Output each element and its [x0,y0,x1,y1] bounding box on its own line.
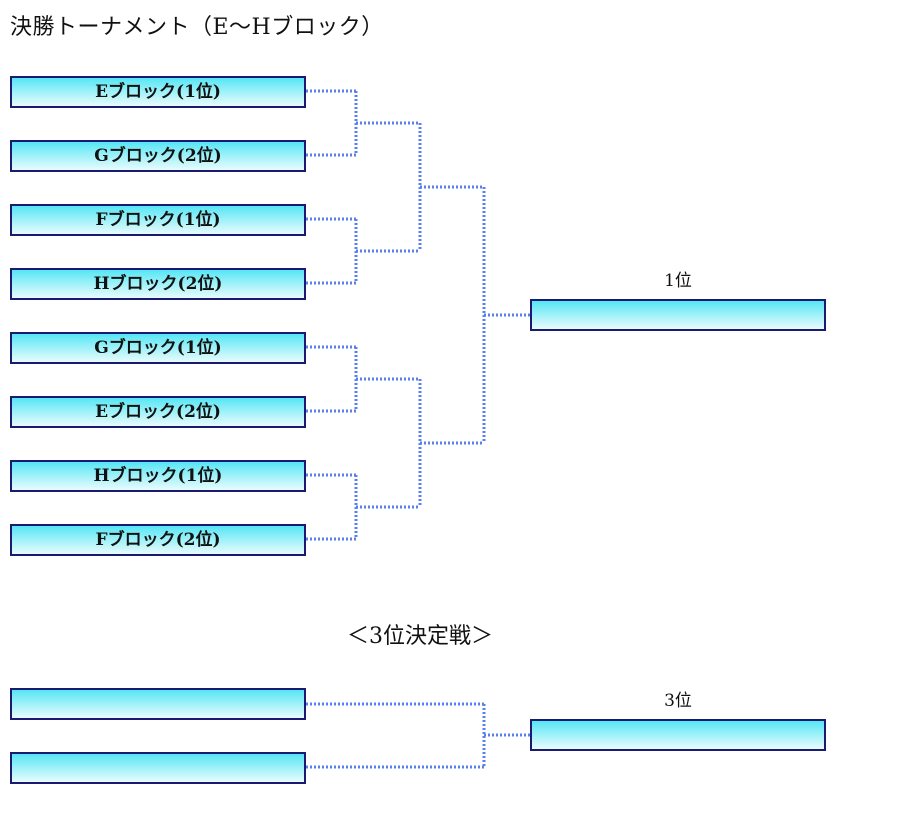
connector-pair-1 [306,89,420,157]
connector-pair-2 [306,217,420,285]
team-slot: Eブロック(2位) [10,396,306,428]
third-place-label: 3位 [664,691,692,711]
third-place-title: ＜3位決定戦＞ [347,624,493,649]
team-slot: Eブロック(1位) [10,76,306,108]
connector-pair-3 [306,345,420,413]
team-slot: Hブロック(2位) [10,268,306,300]
connector-semifinal-2 [418,379,484,507]
third-place-slot [530,719,826,751]
connector-third-place [306,702,530,769]
first-place-slot [530,299,826,331]
connector-pair-4 [306,473,420,541]
page-title: 決勝トーナメント（E〜Hブロック） [10,15,384,40]
team-slot: Fブロック(1位) [10,204,306,236]
third-place-team-slot [10,688,306,720]
connector-final [482,187,530,443]
connector-semifinal-1 [418,123,484,251]
team-slot: Hブロック(1位) [10,460,306,492]
third-place-team-slot [10,752,306,784]
team-slot: Fブロック(2位) [10,524,306,556]
team-slot: Gブロック(2位) [10,140,306,172]
team-slot: Gブロック(1位) [10,332,306,364]
first-place-label: 1位 [664,271,692,291]
